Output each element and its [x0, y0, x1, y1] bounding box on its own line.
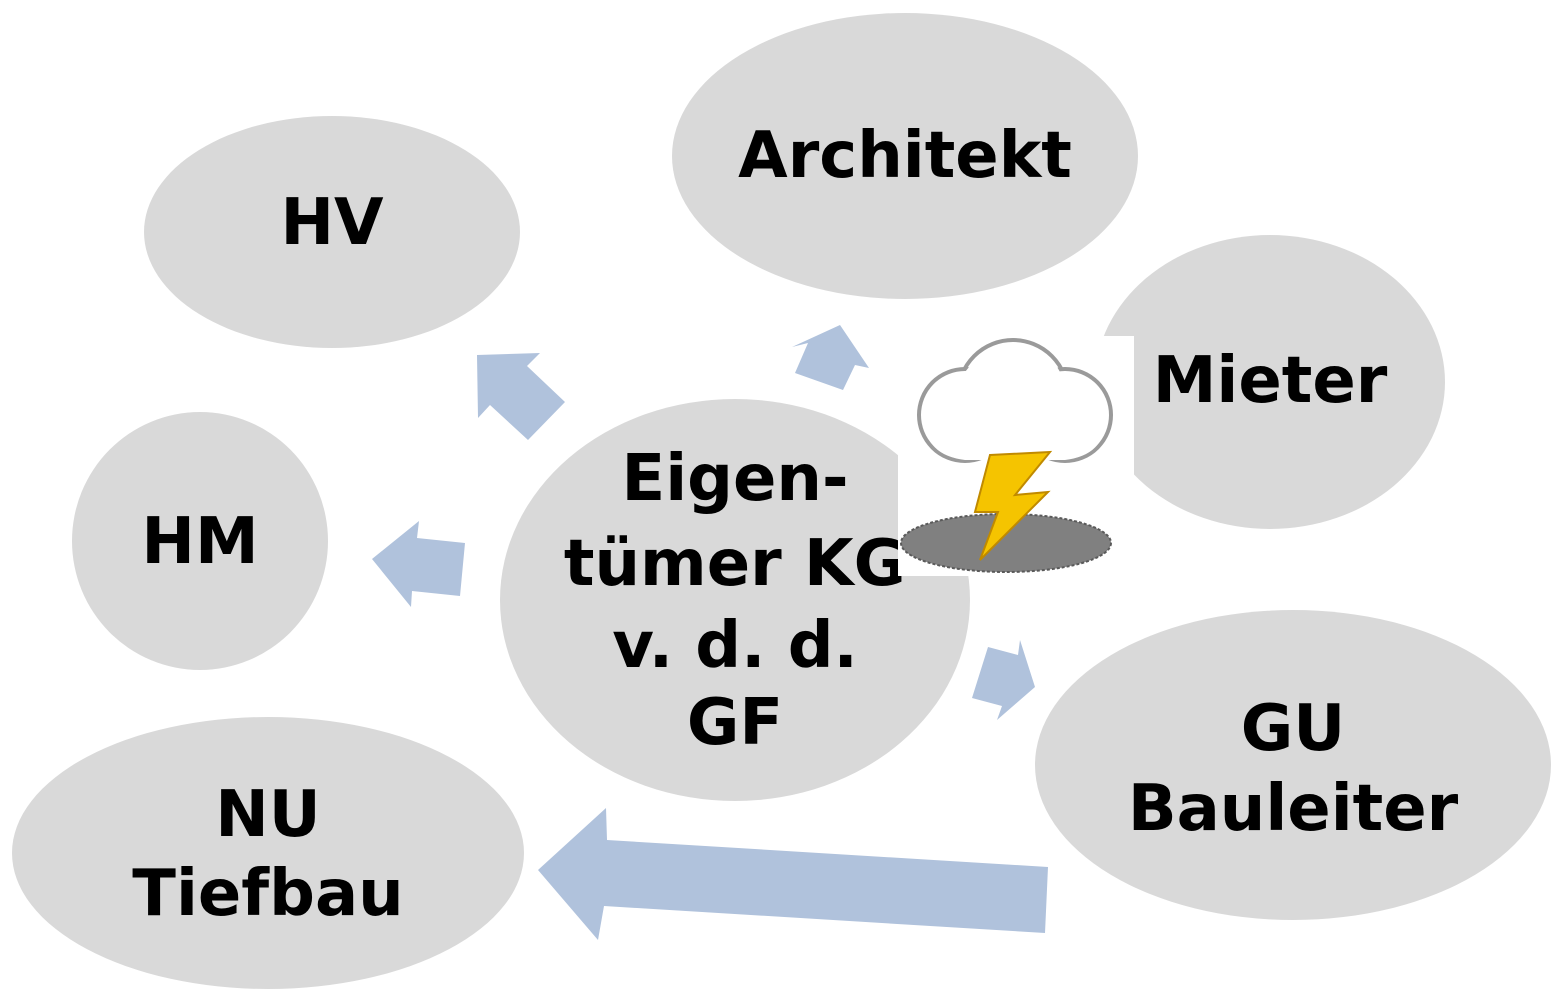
node-hm-shape	[72, 412, 328, 670]
node-nu-line-2: Tiefbau	[132, 857, 403, 931]
node-gu-shape	[1035, 610, 1551, 920]
arrow-center-to-hv	[477, 353, 565, 440]
node-architekt-shape	[672, 13, 1138, 299]
node-mieter-label: Mieter	[1153, 344, 1388, 418]
node-center-line-2: tümer KG	[564, 527, 906, 601]
node-center-line-1: Eigen-	[622, 442, 849, 516]
arrow-gu-to-nu	[538, 808, 1048, 940]
node-hm-label: HM	[141, 505, 258, 579]
node-hm: HM	[72, 412, 328, 670]
lightning-bolt-icon	[973, 450, 1053, 561]
node-center-shape	[500, 399, 970, 801]
arrow-center-to-architekt	[792, 325, 869, 390]
node-gu: GU Bauleiter	[1035, 610, 1551, 920]
node-architekt-label: Architekt	[738, 119, 1072, 193]
node-gu-line-2: Bauleiter	[1128, 772, 1459, 846]
node-center-line-4: GF	[687, 686, 783, 760]
node-hv-label: HV	[280, 186, 384, 260]
node-center-line-3: v. d. d.	[612, 609, 858, 683]
thunderstorm-cloud-icon	[898, 336, 1134, 576]
node-hv: HV	[144, 116, 520, 348]
arrow-center-to-hm	[372, 521, 465, 607]
node-nu-shape	[12, 717, 524, 989]
node-architekt: Architekt	[672, 13, 1138, 299]
node-hv-shape	[144, 116, 520, 348]
node-center: Eigen- tümer KG v. d. d. GF	[500, 399, 970, 801]
arrow-center-to-gu	[972, 640, 1035, 720]
node-mieter: Mieter	[1095, 235, 1445, 529]
storm-cloud-inner-fill	[925, 345, 1105, 460]
node-nu: NU Tiefbau	[12, 717, 524, 989]
node-mieter-shape	[1095, 235, 1445, 529]
node-gu-line-1: GU	[1241, 692, 1346, 766]
node-nu-line-1: NU	[215, 778, 321, 852]
